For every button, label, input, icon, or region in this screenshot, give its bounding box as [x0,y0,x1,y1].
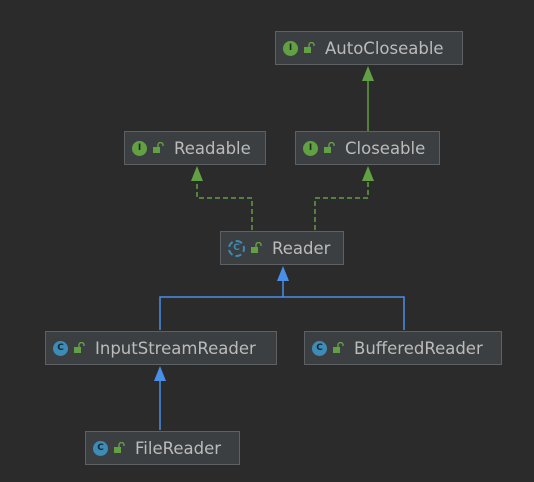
node-readable[interactable]: I Readable [124,131,266,165]
arrowhead-readable [191,166,203,181]
arrowhead-inputstreamreader [154,366,166,381]
node-label: InputStreamReader [95,338,256,358]
arrowhead-closeable [362,166,374,181]
edge-bufferedreader-reader [283,296,405,330]
unlock-icon [304,42,315,53]
edge-reader-closeable [314,180,369,230]
unlock-icon [333,342,344,353]
class-icon: C [53,340,68,356]
unlock-icon [74,342,85,353]
interface-icon: I [303,140,318,156]
unlock-icon [324,142,335,153]
arrowhead-autocloseable [362,66,374,81]
arrowhead-reader [277,266,289,281]
unlock-icon [153,142,164,153]
node-label: AutoCloseable [325,38,444,58]
node-closeable[interactable]: I Closeable [295,131,440,165]
interface-icon: I [283,40,298,56]
class-icon: C [93,440,108,456]
unlock-icon [251,242,262,253]
node-label: Closeable [345,138,426,158]
node-filereader[interactable]: C FileReader [85,431,240,465]
class-icon: C [312,340,327,356]
node-label: Reader [272,238,331,258]
node-inputstreamreader[interactable]: C InputStreamReader [45,331,277,365]
node-label: FileReader [135,438,222,458]
node-label: Readable [174,138,251,158]
abstract-class-icon: C [228,239,245,257]
node-autocloseable[interactable]: I AutoCloseable [275,31,463,65]
edge-reader-readable [196,180,253,230]
unlock-icon [114,442,125,453]
node-reader[interactable]: C Reader [220,231,344,265]
interface-icon: I [132,140,147,156]
node-label: BufferedReader [354,338,483,358]
edge-inputstreamreader-reader [159,296,283,330]
node-bufferedreader[interactable]: C BufferedReader [304,331,502,365]
